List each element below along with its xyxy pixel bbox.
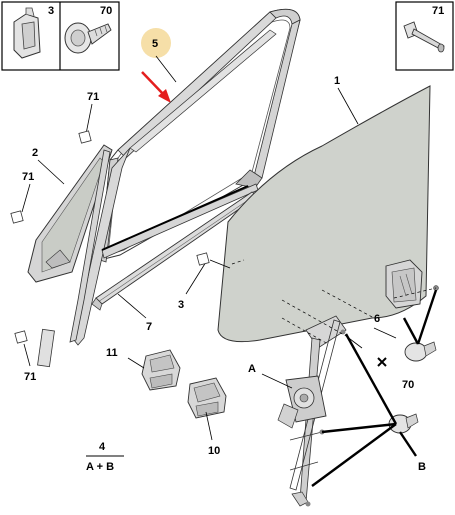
rivet-icon [403,21,445,53]
mounting-bracket [385,259,439,309]
callout-2: 2 [32,147,38,159]
legend-formula: A + B [86,461,114,473]
clip-part-icon [13,7,41,59]
screw-icon [64,22,112,54]
legend-number: 4 [99,441,106,453]
alignment-lines [231,259,437,345]
callout-A: A [248,363,256,375]
inset-box-right: 71 [395,1,454,71]
inset-ref-71: 71 [432,5,444,17]
fastener-lines [311,289,438,487]
switch-10 [187,377,227,419]
assembly-legend: 4 A + B [86,441,124,473]
cross-icon [377,357,387,367]
callout-70: 70 [402,379,414,391]
door-glass [217,85,431,343]
callout-5: 5 [152,38,158,50]
callout-71-mid: 71 [22,171,34,183]
red-arrow-icon [141,71,171,103]
switch-11 [141,349,181,391]
callout-1: 1 [334,75,340,87]
inset-ref-3: 3 [48,5,54,17]
highlight-circle [141,28,171,58]
division-bar [37,149,111,368]
callout-10: 10 [208,445,220,457]
inset-ref-70: 70 [100,5,112,17]
callout-71-bottom: 71 [24,371,36,383]
inset-box-left: 3 70 [1,1,120,71]
quarter-glass [27,144,113,283]
reference-tags [10,130,210,344]
leader-lines [21,87,397,441]
callout-6: 6 [374,313,380,325]
callout-71-top: 71 [87,91,99,103]
callout-B: B [418,461,426,473]
window-regulator [277,315,347,507]
callout-7: 7 [146,321,152,333]
callout-11: 11 [106,347,118,359]
window-channel-frame [73,29,277,346]
callout-3: 3 [178,299,184,311]
belt-seal [91,191,259,311]
